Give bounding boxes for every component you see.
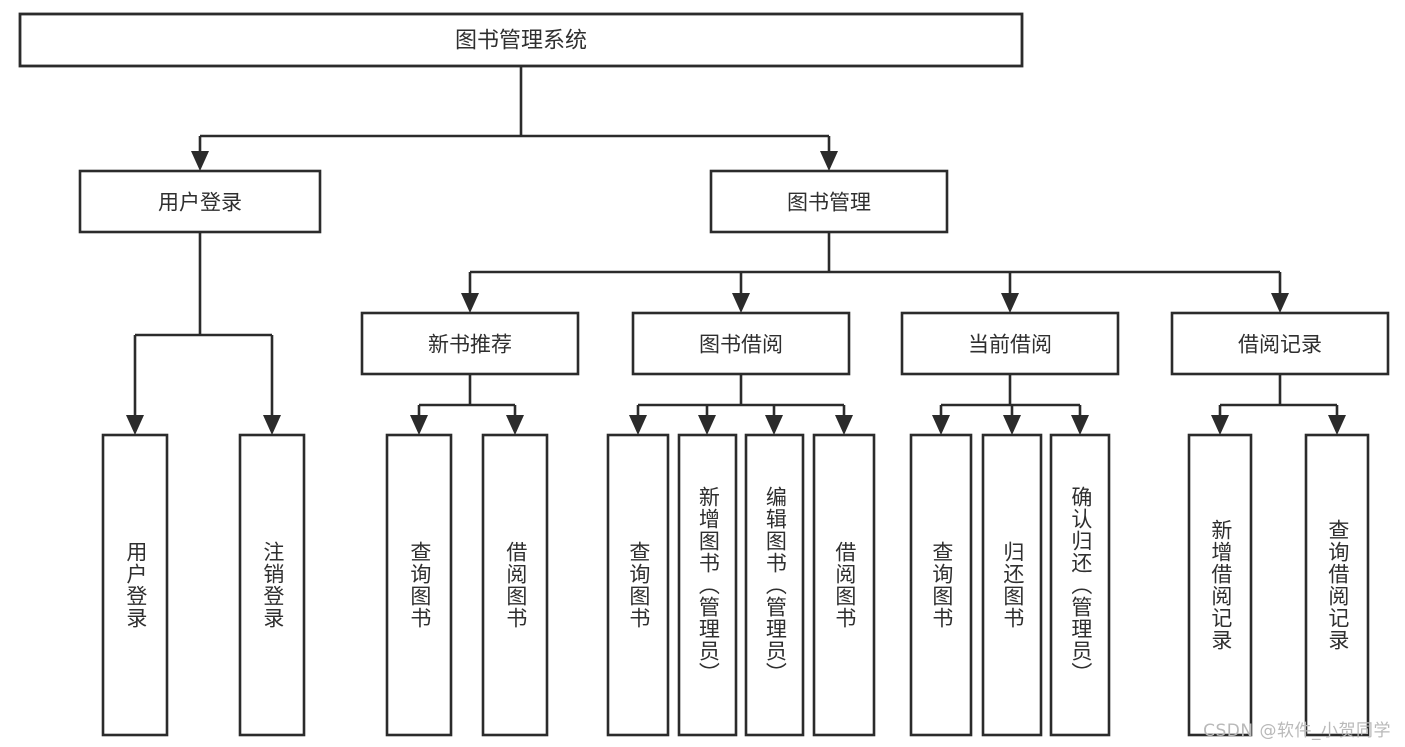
- arrow-head-icon: [191, 151, 209, 171]
- leaf-node-box[interactable]: [677, 433, 738, 737]
- level3-node-borrow-record-label: 借阅记录: [1238, 333, 1322, 357]
- arrow-head-icon: [629, 415, 647, 435]
- level2-node-book-manage-box[interactable]: [709, 169, 949, 234]
- arrow-head-icon: [263, 415, 281, 435]
- root-node-box[interactable]: [18, 12, 1024, 68]
- leaf-node-box[interactable]: [606, 433, 670, 737]
- leaf-node-box[interactable]: [1049, 433, 1111, 737]
- level2-node-user-login-label: 用户登录: [158, 191, 242, 215]
- arrow-head-icon: [126, 415, 144, 435]
- arrow-head-icon: [1328, 415, 1346, 435]
- arrow-head-icon: [820, 151, 838, 171]
- leaf-node-box[interactable]: [909, 433, 973, 737]
- leaf-node-box[interactable]: [481, 433, 549, 737]
- level2-node-book-manage-label: 图书管理: [787, 191, 871, 215]
- level3-node-book-borrow-label: 图书借阅: [699, 333, 783, 357]
- arrow-head-icon: [698, 415, 716, 435]
- level3-node-new-book-rec-box[interactable]: [360, 311, 580, 376]
- arrow-head-icon: [1211, 415, 1229, 435]
- leaf-node-box[interactable]: [1187, 433, 1253, 737]
- level3-node-current-borrow-box[interactable]: [900, 311, 1120, 376]
- watermark-credit: CSDN @软件_小贺同学: [1203, 721, 1391, 741]
- root-node-label: 图书管理系统: [455, 29, 587, 54]
- arrow-head-icon: [932, 415, 950, 435]
- level3-node-current-borrow-label: 当前借阅: [968, 333, 1052, 357]
- leaf-node-box[interactable]: [385, 433, 453, 737]
- leaf-node-box[interactable]: [1304, 433, 1370, 737]
- leaf-node-box[interactable]: [812, 433, 876, 737]
- leaf-node-box[interactable]: [101, 433, 169, 737]
- arrow-head-icon: [732, 293, 750, 313]
- arrow-head-icon: [506, 415, 524, 435]
- level3-node-borrow-record-box[interactable]: [1170, 311, 1390, 376]
- arrow-head-icon: [765, 415, 783, 435]
- level2-node-user-login-box[interactable]: [78, 169, 322, 234]
- arrow-head-icon: [1001, 293, 1019, 313]
- arrow-head-icon: [1271, 293, 1289, 313]
- arrow-head-icon: [835, 415, 853, 435]
- leaf-node-box[interactable]: [981, 433, 1043, 737]
- arrow-head-icon: [410, 415, 428, 435]
- arrow-head-icon: [461, 293, 479, 313]
- level3-node-new-book-rec-label: 新书推荐: [428, 333, 512, 357]
- arrow-head-icon: [1003, 415, 1021, 435]
- level3-node-book-borrow-box[interactable]: [631, 311, 851, 376]
- leaf-node-box[interactable]: [744, 433, 805, 737]
- arrow-head-icon: [1071, 415, 1089, 435]
- leaf-node-box[interactable]: [238, 433, 306, 737]
